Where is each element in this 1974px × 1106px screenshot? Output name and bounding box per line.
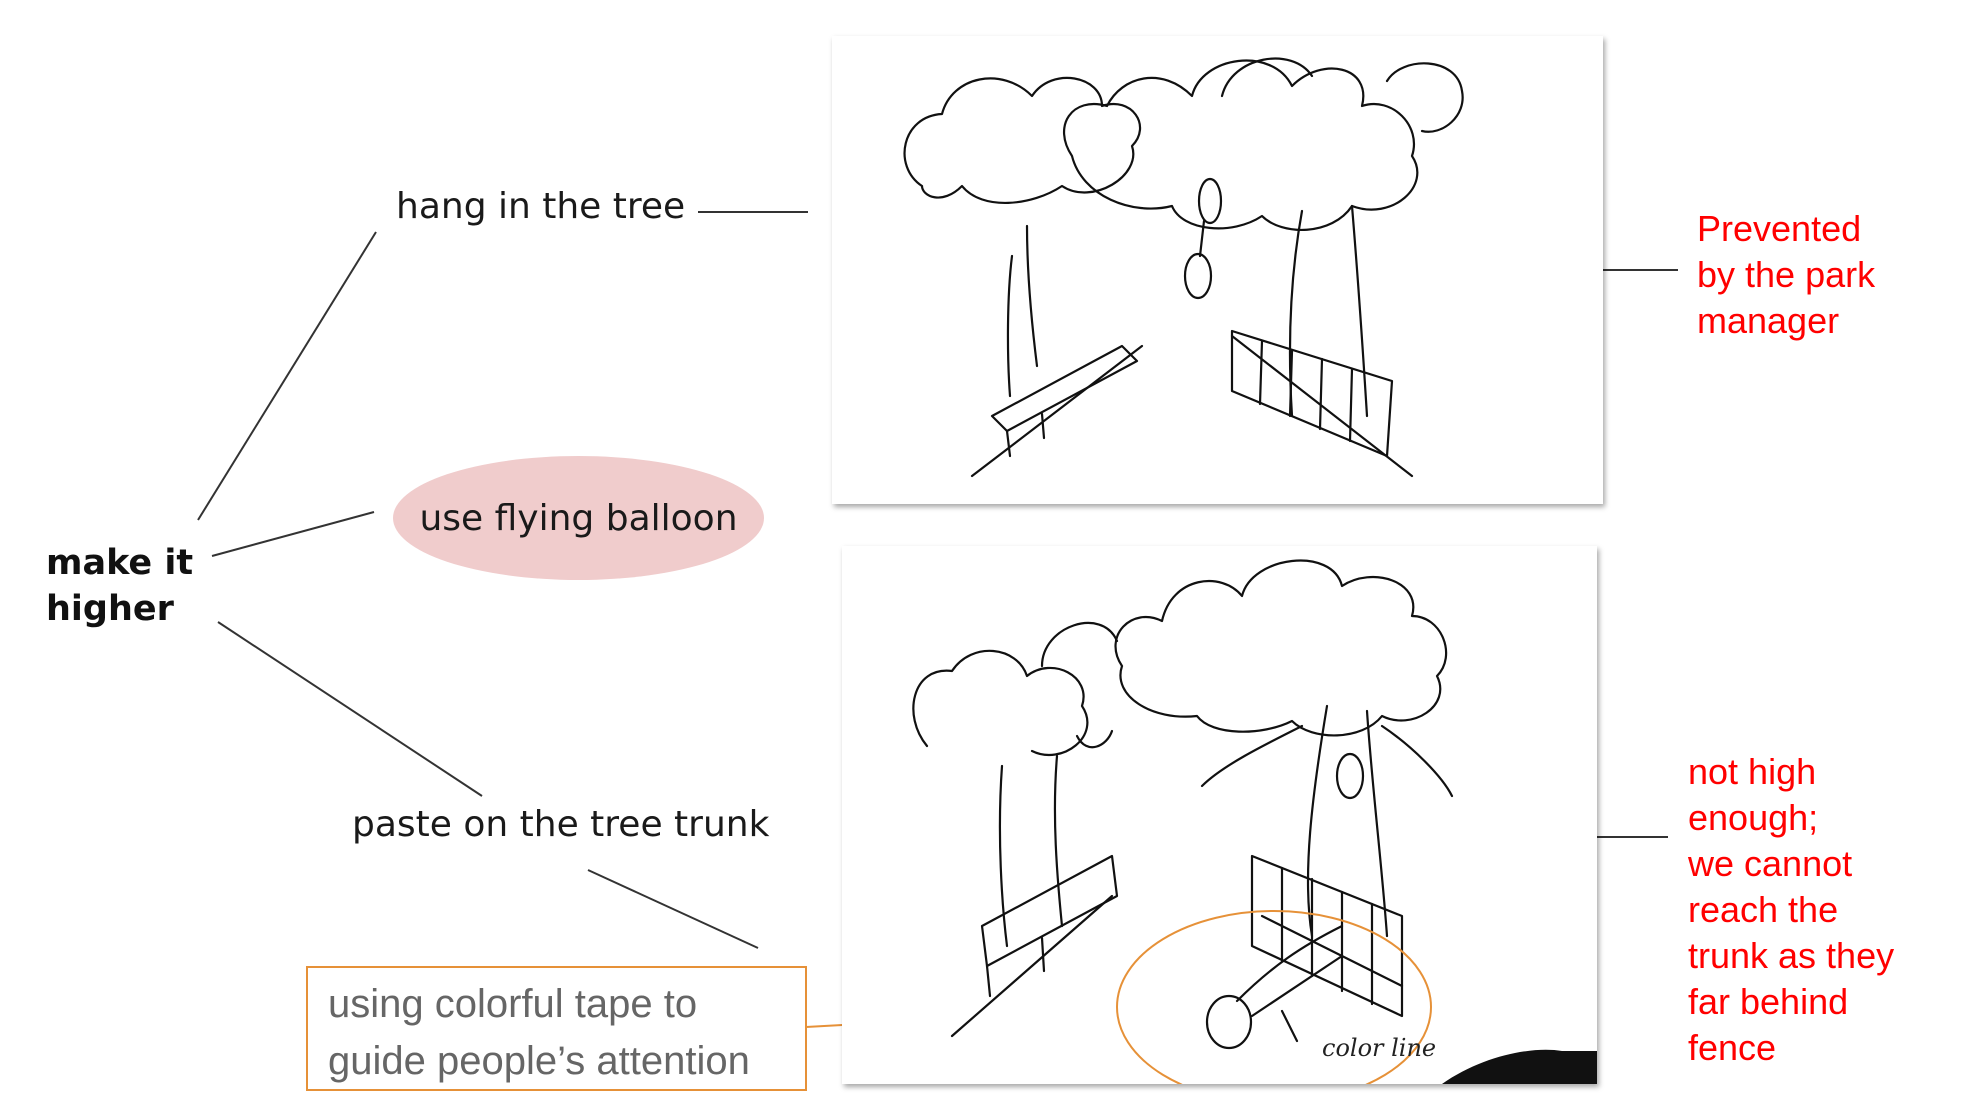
- branch-use-flying-balloon-label: use flying balloon: [419, 497, 738, 539]
- sketch-hang-in-tree: [832, 36, 1603, 504]
- left-trunk-drawing: [998, 764, 1009, 948]
- color-line-handwriting: color line: [1322, 1034, 1436, 1062]
- bench-drawing: [980, 854, 1119, 968]
- note-paste-on-trunk: not high enough; we cannot reach the tru…: [1688, 751, 1895, 1068]
- right-canopy-drawing: [1062, 59, 1419, 232]
- bench-drawing: [990, 344, 1139, 433]
- hanging-ring-upper: [1197, 177, 1223, 225]
- fence-drawing: [1230, 329, 1394, 458]
- connector-trunk-to-sketch: [587, 869, 759, 949]
- connector-root-to-balloon: [211, 511, 375, 557]
- left-trunk-drawing: [1006, 254, 1014, 398]
- connector-root-to-tree: [197, 231, 377, 521]
- color-line-drawing: [1235, 924, 1344, 1003]
- left-canopy-drawing: [912, 649, 1089, 757]
- root-node: make it higher: [46, 543, 194, 629]
- branch-hang-in-tree: hang in the tree: [396, 186, 686, 227]
- branch-paste-on-trunk: paste on the tree trunk: [352, 804, 770, 845]
- connector-root-to-trunk: [217, 621, 483, 797]
- tape-ring-on-trunk: [1335, 752, 1365, 800]
- sketch-paste-on-trunk: color line: [842, 546, 1597, 1084]
- left-canopy-drawing: [903, 76, 1142, 205]
- hanging-ring-lower: [1183, 252, 1213, 300]
- cloud-right-drawing: [1385, 62, 1464, 133]
- path-left-drawing: [970, 344, 1144, 478]
- cloud-top-drawing: [1220, 57, 1314, 98]
- path-left-drawing: [950, 894, 1114, 1038]
- note-hang-in-tree: Prevented by the park manager: [1697, 208, 1876, 341]
- right-canopy-drawing: [1114, 559, 1448, 737]
- right-trunk-drawing: [1306, 704, 1329, 938]
- fence-drawing: [1250, 854, 1404, 1018]
- dark-corner-shape: [1442, 1049, 1597, 1084]
- callout-colorful-tape: using colorful tape to guide people’s at…: [306, 966, 807, 1091]
- highlight-circle: [1116, 910, 1432, 1084]
- ground-ring-drawing: [1205, 994, 1253, 1050]
- branch-use-flying-balloon: use flying balloon: [393, 456, 764, 580]
